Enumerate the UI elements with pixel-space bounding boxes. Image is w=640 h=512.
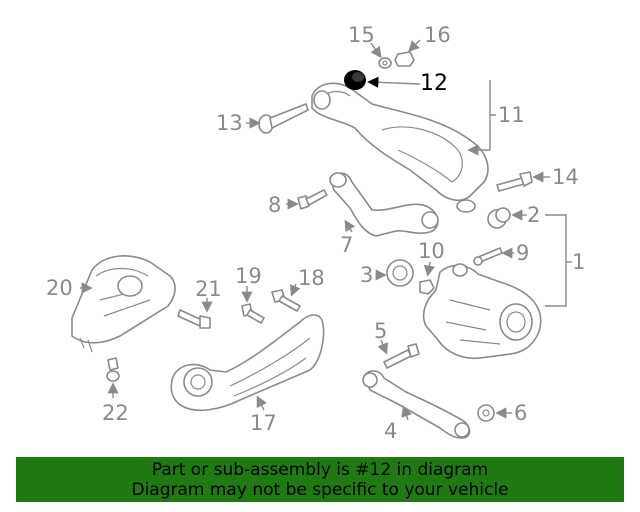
callout-11: 11 bbox=[498, 103, 525, 127]
callout-4: 4 bbox=[384, 419, 397, 443]
callout-19: 19 bbox=[235, 264, 262, 288]
callout-20: 20 bbox=[46, 276, 73, 300]
bushing-part-6 bbox=[477, 404, 495, 422]
bushing-part-2 bbox=[487, 207, 511, 229]
upper-control-arm bbox=[311, 82, 489, 213]
callout-18: 18 bbox=[298, 266, 325, 290]
bolt-part-8 bbox=[297, 189, 328, 210]
bolt-part-5 bbox=[383, 343, 420, 369]
callout-5: 5 bbox=[374, 319, 387, 343]
washer-part-15 bbox=[378, 57, 392, 69]
callout-22: 22 bbox=[102, 401, 129, 425]
callout-14: 14 bbox=[552, 165, 579, 189]
nut-part-10 bbox=[419, 279, 435, 295]
lower-link-part-4 bbox=[362, 370, 471, 439]
callout-2: 2 bbox=[527, 203, 540, 227]
notice-banner: Part or sub-assembly is #12 in diagram D… bbox=[16, 457, 624, 502]
callout-21: 21 bbox=[195, 277, 222, 301]
callout-12: 12 bbox=[420, 71, 448, 96]
callout-3: 3 bbox=[360, 263, 373, 287]
stud-part-22 bbox=[106, 357, 120, 382]
bolt-part-9 bbox=[473, 247, 503, 266]
bushing-part-12 bbox=[344, 70, 366, 90]
trailing-arm-part-17 bbox=[170, 314, 325, 412]
callout-16: 16 bbox=[424, 23, 451, 47]
notice-line-2: Diagram may not be specific to your vehi… bbox=[131, 480, 509, 500]
bolt-part-14 bbox=[496, 171, 533, 192]
mount-part-20 bbox=[71, 255, 176, 353]
lateral-link-part-7 bbox=[329, 172, 439, 237]
callout-17: 17 bbox=[250, 411, 277, 435]
bolt-part-21 bbox=[177, 309, 211, 329]
callout-7: 7 bbox=[340, 233, 353, 257]
dust-cover-part-3 bbox=[386, 259, 414, 287]
callout-15: 15 bbox=[348, 23, 375, 47]
leader-lines bbox=[80, 39, 572, 421]
bolt-part-13 bbox=[258, 103, 309, 134]
callout-labels: 12 15 16 11 13 14 8 2 7 9 10 1 3 20 21 1… bbox=[46, 23, 585, 443]
notice-line-1: Part or sub-assembly is #12 in diagram bbox=[151, 460, 489, 480]
callout-13: 13 bbox=[216, 111, 243, 135]
parts-diagram: 12 15 16 11 13 14 8 2 7 9 10 1 3 20 21 1… bbox=[46, 23, 585, 443]
callout-10: 10 bbox=[418, 239, 445, 263]
bolt-part-19 bbox=[241, 303, 265, 324]
callout-1: 1 bbox=[572, 250, 585, 274]
knuckle-part-1 bbox=[422, 263, 542, 360]
callout-6: 6 bbox=[514, 401, 527, 425]
bolt-part-18 bbox=[271, 289, 301, 312]
callout-8: 8 bbox=[268, 193, 281, 217]
callout-9: 9 bbox=[516, 241, 529, 265]
nut-part-16 bbox=[394, 51, 415, 67]
